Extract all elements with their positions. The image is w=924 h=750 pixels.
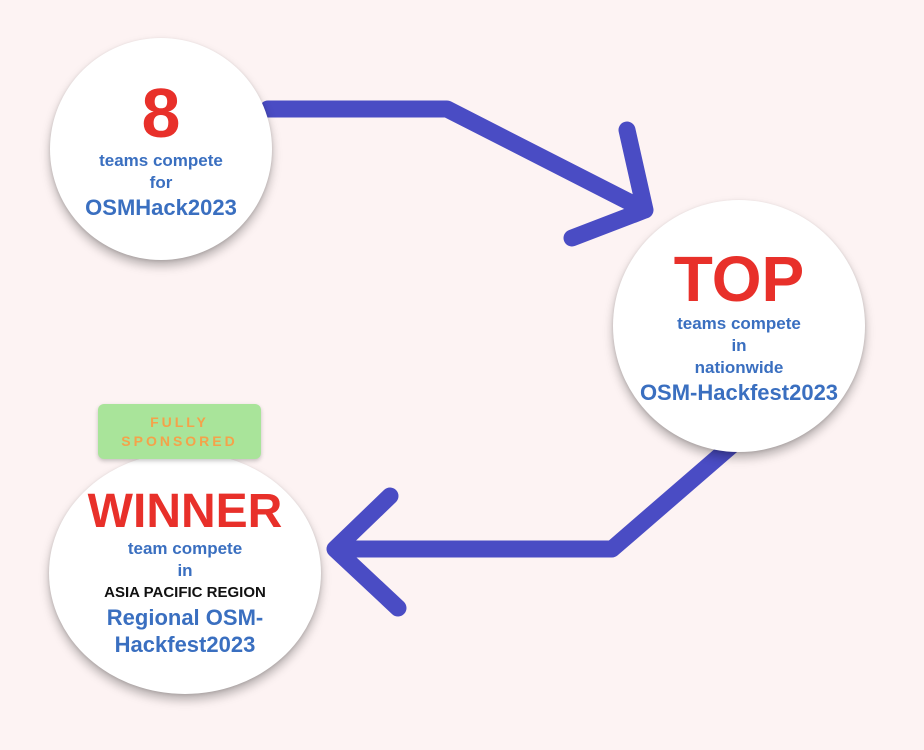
stage3-event-line2: Hackfest2023	[114, 632, 256, 657]
stage2-line3: nationwide	[694, 357, 784, 377]
sponsored-badge: FULLY SPONSORED	[98, 404, 261, 459]
stage2-line2: in	[731, 335, 747, 355]
stage3-headline: WINNER	[87, 485, 283, 538]
stage2-event: OSM-Hackfest2023	[639, 379, 839, 405]
stage3-line2: in	[177, 561, 193, 580]
stage1-line1: teams compete	[99, 150, 223, 170]
stage-circle-nationwide: TOP teams compete in nationwide OSM-Hack…	[613, 200, 865, 452]
stage2-headline: TOP	[673, 242, 805, 315]
stage1-line2: for	[149, 172, 173, 192]
stage2-line1: teams compete	[677, 313, 801, 333]
stage3-event-line1: Regional OSM-	[106, 605, 264, 630]
stage-circle-qualifiers: 8 teams compete for OSMHack2023	[50, 38, 272, 260]
team-count: 8	[141, 73, 181, 152]
badge-line2: SPONSORED	[121, 432, 238, 449]
arrow-stage1-to-stage2	[259, 100, 654, 247]
stage3-line1: team compete	[127, 539, 243, 558]
stage3-region: ASIA PACIFIC REGION	[104, 584, 266, 601]
badge-line1: FULLY	[150, 413, 209, 430]
stage1-event: OSMHack2023	[85, 194, 237, 220]
stage-circle-regional: WINNER team compete in ASIA PACIFIC REGI…	[49, 452, 321, 694]
arrow-stage2-to-stage3	[326, 431, 747, 617]
